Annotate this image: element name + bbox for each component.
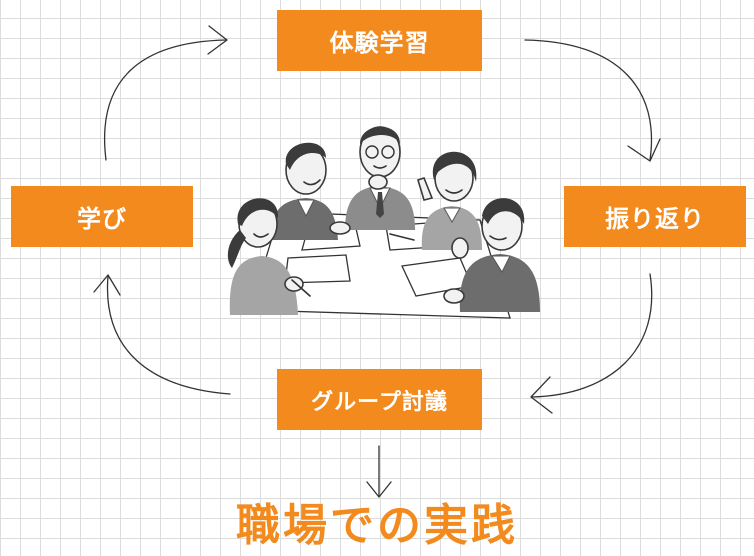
person-front-left [227, 198, 311, 315]
arrow-to-result [366, 445, 392, 498]
arrow-bottom-to-left [93, 274, 231, 395]
pen [389, 233, 415, 241]
stage-label-experiential-learning: 体験学習 [329, 29, 430, 57]
stage-label-learning: 学び [77, 205, 127, 233]
person-back-right [417, 151, 482, 250]
stage-box-reflection: 振り返り [564, 186, 746, 247]
stage-label-group-discussion: グループ討議 [311, 389, 448, 415]
person-center-glasses [345, 126, 415, 230]
paper-sheet [284, 254, 351, 284]
person-front-right [443, 198, 540, 312]
arrow-right-to-bottom [530, 273, 653, 414]
arrow-left-to-top [104, 25, 228, 161]
stage-box-group-discussion: グループ討議 [277, 369, 482, 430]
person-back-left [271, 142, 351, 240]
stage-box-experiential-learning: 体験学習 [277, 10, 482, 71]
business-meeting-illustration [227, 126, 540, 319]
arrow-top-to-right [524, 39, 661, 162]
stage-box-learning: 学び [11, 186, 193, 247]
stage-label-reflection: 振り返り [605, 205, 705, 233]
result-workplace-practice: 職場での実践 [236, 500, 518, 551]
